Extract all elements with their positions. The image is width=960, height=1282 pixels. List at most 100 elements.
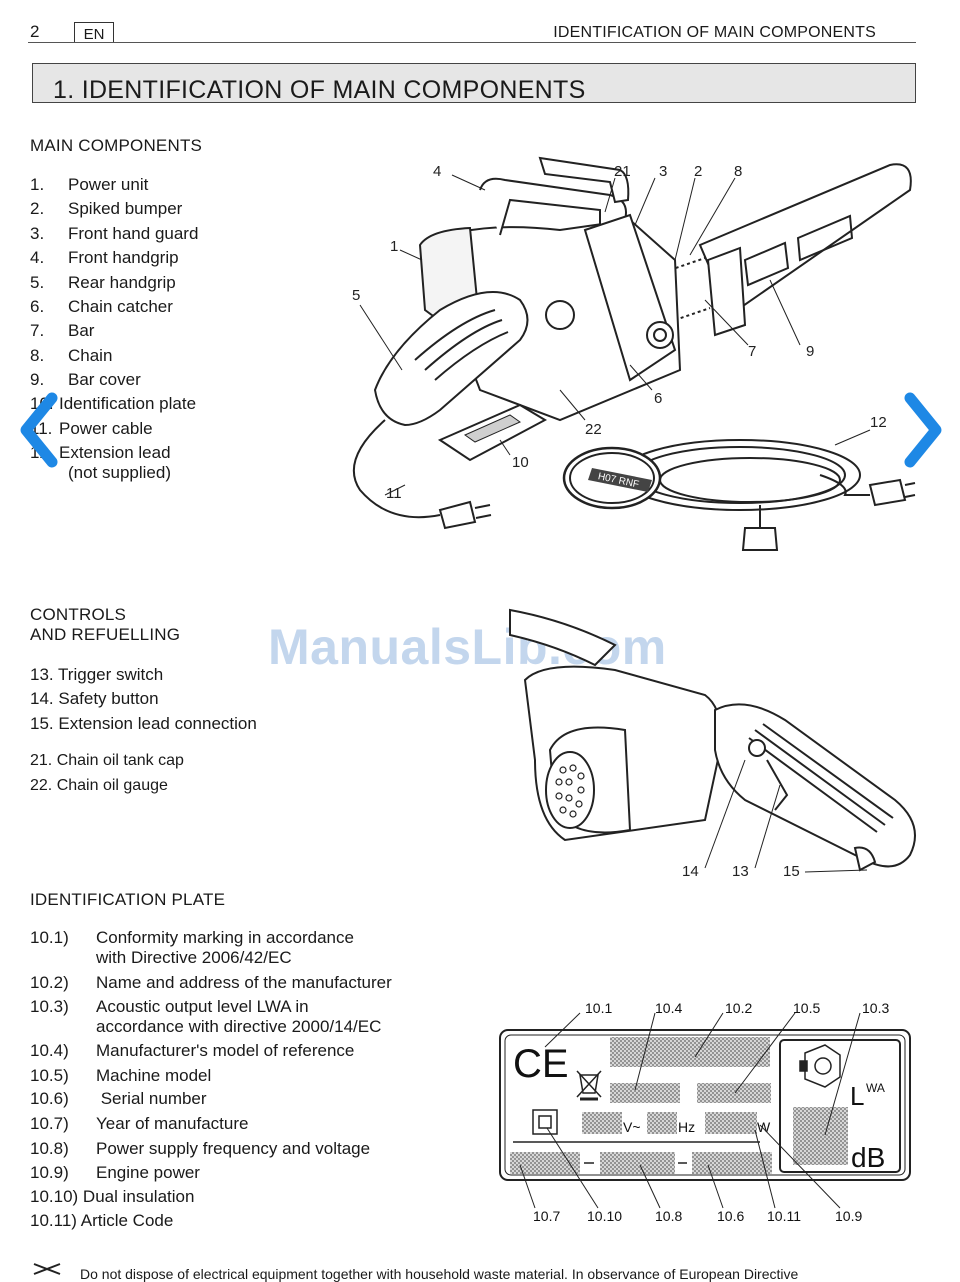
refuelling-item: 21. Chain oil tank cap bbox=[30, 752, 184, 769]
plate-item-text: Name and address of the manufacturer bbox=[96, 973, 392, 992]
callout-label: 1 bbox=[390, 238, 398, 255]
callout-label: 10.8 bbox=[655, 1208, 682, 1224]
item-label: Power cable bbox=[59, 419, 153, 438]
item-number: 5. bbox=[30, 273, 45, 292]
item-label: Rear handgrip bbox=[68, 273, 176, 292]
callout-label: 10.5 bbox=[793, 1000, 820, 1016]
plate-item-number: 10.6) bbox=[30, 1089, 69, 1108]
plate-item-text: Conformity marking in accordance bbox=[96, 928, 354, 947]
callout-label: 10.7 bbox=[533, 1208, 560, 1224]
callout-label: 10.4 bbox=[655, 1000, 682, 1016]
identification-plate-heading: IDENTIFICATION PLATE bbox=[30, 890, 226, 909]
next-page-arrow-icon[interactable] bbox=[896, 390, 948, 470]
callout-label: 5 bbox=[352, 287, 360, 304]
main-component-item: 6. Chain catcher bbox=[30, 297, 173, 317]
callout-label: 10.6 bbox=[717, 1208, 744, 1224]
callout-label: 11 bbox=[386, 485, 402, 502]
callout-label: 12 bbox=[870, 414, 887, 431]
plate-item-number: 10.9) bbox=[30, 1163, 69, 1182]
unit-hertz: Hz bbox=[678, 1119, 695, 1135]
controls-heading-line1: CONTROLS bbox=[30, 605, 127, 624]
callout-label: 7 bbox=[748, 343, 756, 360]
item-label: Extension lead bbox=[59, 443, 171, 462]
plate-item-number: 10.5) bbox=[30, 1066, 69, 1085]
language-tab: EN bbox=[74, 22, 114, 43]
weee-bin-footer-icon bbox=[33, 1263, 61, 1275]
main-component-item: 4. Front handgrip bbox=[30, 248, 179, 268]
item-label: Bar bbox=[68, 321, 95, 340]
item-number: 7. bbox=[30, 321, 45, 340]
callout-label: 8 bbox=[734, 163, 742, 180]
callout-label: 6 bbox=[654, 390, 662, 407]
callout-label: 21 bbox=[614, 163, 631, 180]
callout-label: 4 bbox=[433, 163, 441, 180]
callout-label: 9 bbox=[806, 343, 814, 360]
main-component-item: 7. Bar bbox=[30, 321, 94, 341]
callout-label: 10.2 bbox=[725, 1000, 752, 1016]
item-number: 9. bbox=[30, 370, 45, 389]
item-number: 3. bbox=[30, 224, 45, 243]
control-item: 13. Trigger switch bbox=[30, 665, 164, 684]
plate-item-number: 10.3) bbox=[30, 997, 69, 1016]
item-label: Chain catcher bbox=[68, 297, 173, 316]
running-title: IDENTIFICATION OF MAIN COMPONENTS bbox=[553, 24, 876, 41]
main-component-item: 8. Chain bbox=[30, 346, 112, 366]
main-component-item: 9. Bar cover bbox=[30, 370, 141, 390]
main-component-item: 3. Front hand guard bbox=[30, 224, 198, 244]
plate-item-text: Machine model bbox=[96, 1066, 212, 1085]
plate-item-text: Power supply frequency and voltage bbox=[96, 1139, 371, 1158]
item-label: Front hand guard bbox=[68, 224, 199, 243]
plate-item-number: 10.4) bbox=[30, 1041, 69, 1060]
item-label: Bar cover bbox=[68, 370, 141, 389]
plate-item-text-continued: accordance with directive 2000/14/EC bbox=[96, 1017, 382, 1036]
control-item: 15. Extension lead connection bbox=[30, 714, 257, 733]
main-component-item: 2.Spiked bumper bbox=[30, 199, 182, 219]
controls-heading-line2: AND REFUELLING bbox=[30, 625, 181, 644]
page-number: 2 bbox=[30, 22, 40, 41]
dual-insulation-icon bbox=[532, 1109, 558, 1135]
control-item: 14. Safety button bbox=[30, 689, 159, 708]
plate-item-number: 10.2) bbox=[30, 973, 69, 992]
plate-item-number: 10.7) bbox=[30, 1114, 69, 1133]
plate-item-text: Year of manufacture bbox=[96, 1114, 249, 1133]
weee-bin-icon bbox=[576, 1070, 602, 1101]
unit-volts: V~ bbox=[623, 1119, 641, 1135]
section-title-box: 1. IDENTIFICATION OF MAIN COMPONENTS bbox=[32, 63, 916, 104]
plate-item: 10.11) Article Code bbox=[30, 1211, 174, 1230]
main-component-item: 1.Power unit bbox=[30, 175, 148, 195]
callout-label: 10.3 bbox=[862, 1000, 889, 1016]
sound-power-icon bbox=[799, 1044, 841, 1088]
item-number: 4. bbox=[30, 248, 45, 267]
item-label: Power unit bbox=[68, 175, 149, 194]
plate-item-number: 10.8) bbox=[30, 1139, 69, 1158]
item-number: 8. bbox=[30, 346, 45, 365]
plate-item-text: Manufacturer's model of reference bbox=[96, 1041, 355, 1060]
plate-item-text: Engine power bbox=[96, 1163, 200, 1182]
header-rule bbox=[28, 42, 916, 43]
plate-item: 10.10) Dual insulation bbox=[30, 1187, 195, 1206]
callout-label: 10 bbox=[512, 454, 529, 471]
item-label: Identification plate bbox=[59, 394, 197, 413]
main-components-heading: MAIN COMPONENTS bbox=[30, 136, 203, 155]
unit-watts: W bbox=[757, 1119, 771, 1135]
previous-page-arrow-icon[interactable] bbox=[14, 390, 66, 470]
callout-label: 3 bbox=[659, 163, 667, 180]
callout-label: 2 bbox=[694, 163, 702, 180]
plate-item-text: Acoustic output level LWA in bbox=[96, 997, 309, 1016]
item-number: 6. bbox=[30, 297, 45, 316]
callout-label: 10.1 bbox=[585, 1000, 612, 1016]
plate-item-text-continued: with Directive 2006/42/EC bbox=[96, 948, 292, 967]
plate-item-number: 10.1) bbox=[30, 928, 69, 947]
ce-mark: CE bbox=[513, 1042, 569, 1086]
main-component-item: 5. Rear handgrip bbox=[30, 273, 176, 293]
item-label: Spiked bumper bbox=[68, 199, 183, 218]
lwa-subscript: WA bbox=[866, 1081, 885, 1095]
item-label: Chain bbox=[68, 346, 113, 365]
callout-label: 15 bbox=[783, 863, 800, 880]
item-label: Front handgrip bbox=[68, 248, 179, 267]
callout-label: 14 bbox=[682, 863, 699, 880]
refuelling-item: 22. Chain oil gauge bbox=[30, 777, 168, 794]
